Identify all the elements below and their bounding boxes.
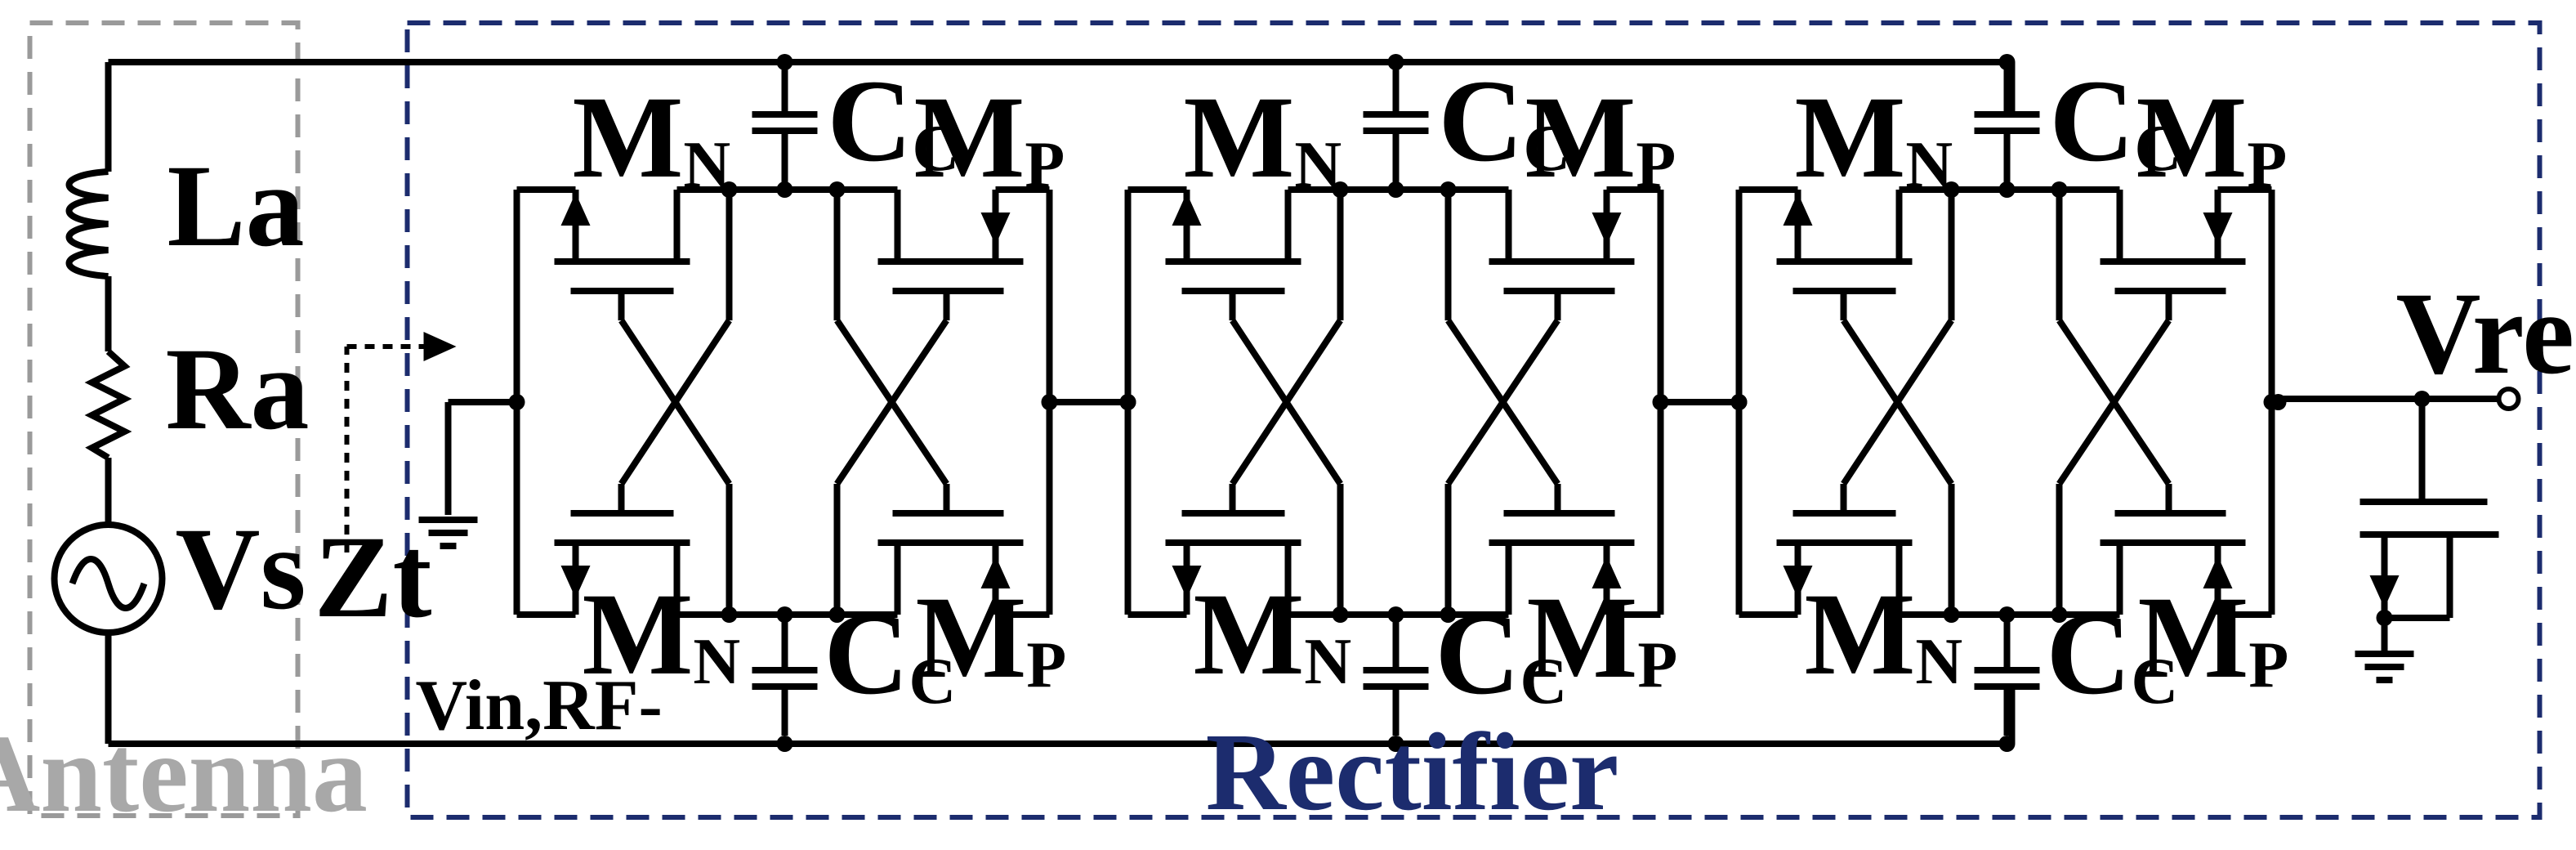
inductor-label: La (167, 141, 305, 271)
nmos-label-bottom: MN (1805, 570, 1963, 700)
nmos-label-top: MN (573, 73, 731, 203)
coupling-capacitor-bottom (1975, 621, 2040, 736)
inductor-symbol (65, 168, 109, 280)
coupling-capacitor-top (1364, 65, 1429, 180)
source-label: Vs (176, 504, 306, 634)
nmos-label-bottom: MN (1194, 570, 1352, 700)
coupling-capacitor-bottom (752, 621, 818, 736)
resistor-label: Ra (166, 324, 310, 454)
nmos-label-top: MN (1184, 73, 1342, 203)
output-network (2278, 396, 2499, 651)
output-label: Vrect (2396, 269, 2576, 399)
coupling-capacitor-top (752, 65, 818, 180)
capacitor-label-bottom: CC (824, 589, 957, 719)
rectifier-label: Rectifier (1206, 711, 1619, 834)
nmos-label-top: MN (1795, 73, 1953, 203)
pmos-label-top: MP (2136, 73, 2288, 203)
impedance-label: Zt (315, 512, 432, 642)
rectifier-box (404, 20, 2543, 820)
ground-symbol-output (2355, 654, 2414, 680)
impedance-arrow (344, 344, 424, 552)
pmos-label-top: MP (1525, 73, 1676, 203)
input-label: Vin,RF- (416, 666, 663, 745)
pmos-label-bottom: MP (1527, 573, 1678, 703)
antenna-label: Antenna (0, 713, 368, 835)
antenna-network (51, 59, 2016, 747)
coupling-capacitor-top (1975, 65, 2040, 180)
pmos-label-top: MP (914, 73, 1065, 203)
antenna-box (27, 20, 301, 818)
resistor-symbol (84, 349, 132, 461)
pmos-label-bottom: MP (916, 573, 1067, 703)
pmos-label-bottom: MP (2138, 573, 2289, 703)
output-terminal (2496, 387, 2521, 411)
